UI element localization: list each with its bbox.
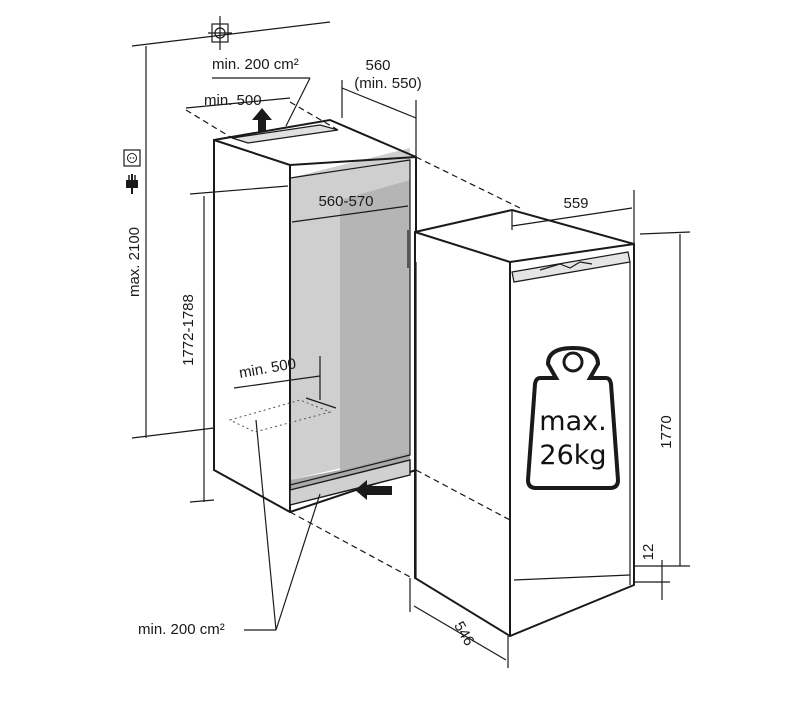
niche-depth-min-label: (min. 550): [354, 75, 422, 92]
ground-symbol-icon: [208, 16, 232, 50]
niche-floor: [290, 452, 410, 490]
appliance: [414, 208, 635, 638]
top-vent-depth-label: min. 500: [204, 92, 262, 109]
weight-line2: 26kg: [539, 440, 606, 471]
bottom-vent-area-label: min. 200 cm²: [138, 621, 225, 638]
appliance-depth-label: 559: [563, 195, 588, 212]
airflow-arrows: [252, 108, 392, 500]
top-vent-area-label: min. 200 cm²: [212, 56, 299, 73]
top-air-arrow: [252, 108, 272, 132]
dimension-lines: [131, 21, 691, 668]
socket-icon: [123, 149, 141, 167]
niche-width-label: 560-570: [318, 193, 373, 210]
bottom-air-arrow: [355, 480, 392, 500]
weight-line1: max.: [539, 406, 606, 437]
niche-depth-label: 560: [365, 57, 390, 74]
niche-cabinet: [213, 118, 417, 514]
plinth-depth-label: min. 500: [238, 355, 298, 382]
plinth-grille: [289, 459, 411, 506]
appliance-height-label: 1770: [658, 415, 675, 448]
weight-icon: max. 26kg: [525, 345, 621, 490]
plug-icon: [126, 174, 138, 194]
floor-gap-label: 12: [640, 544, 657, 561]
max-height-label: max. 2100: [126, 227, 143, 297]
niche-height-label: 1772-1788: [180, 294, 197, 366]
door-width-label: 546: [450, 619, 477, 649]
niche-side-wall: [340, 180, 410, 470]
